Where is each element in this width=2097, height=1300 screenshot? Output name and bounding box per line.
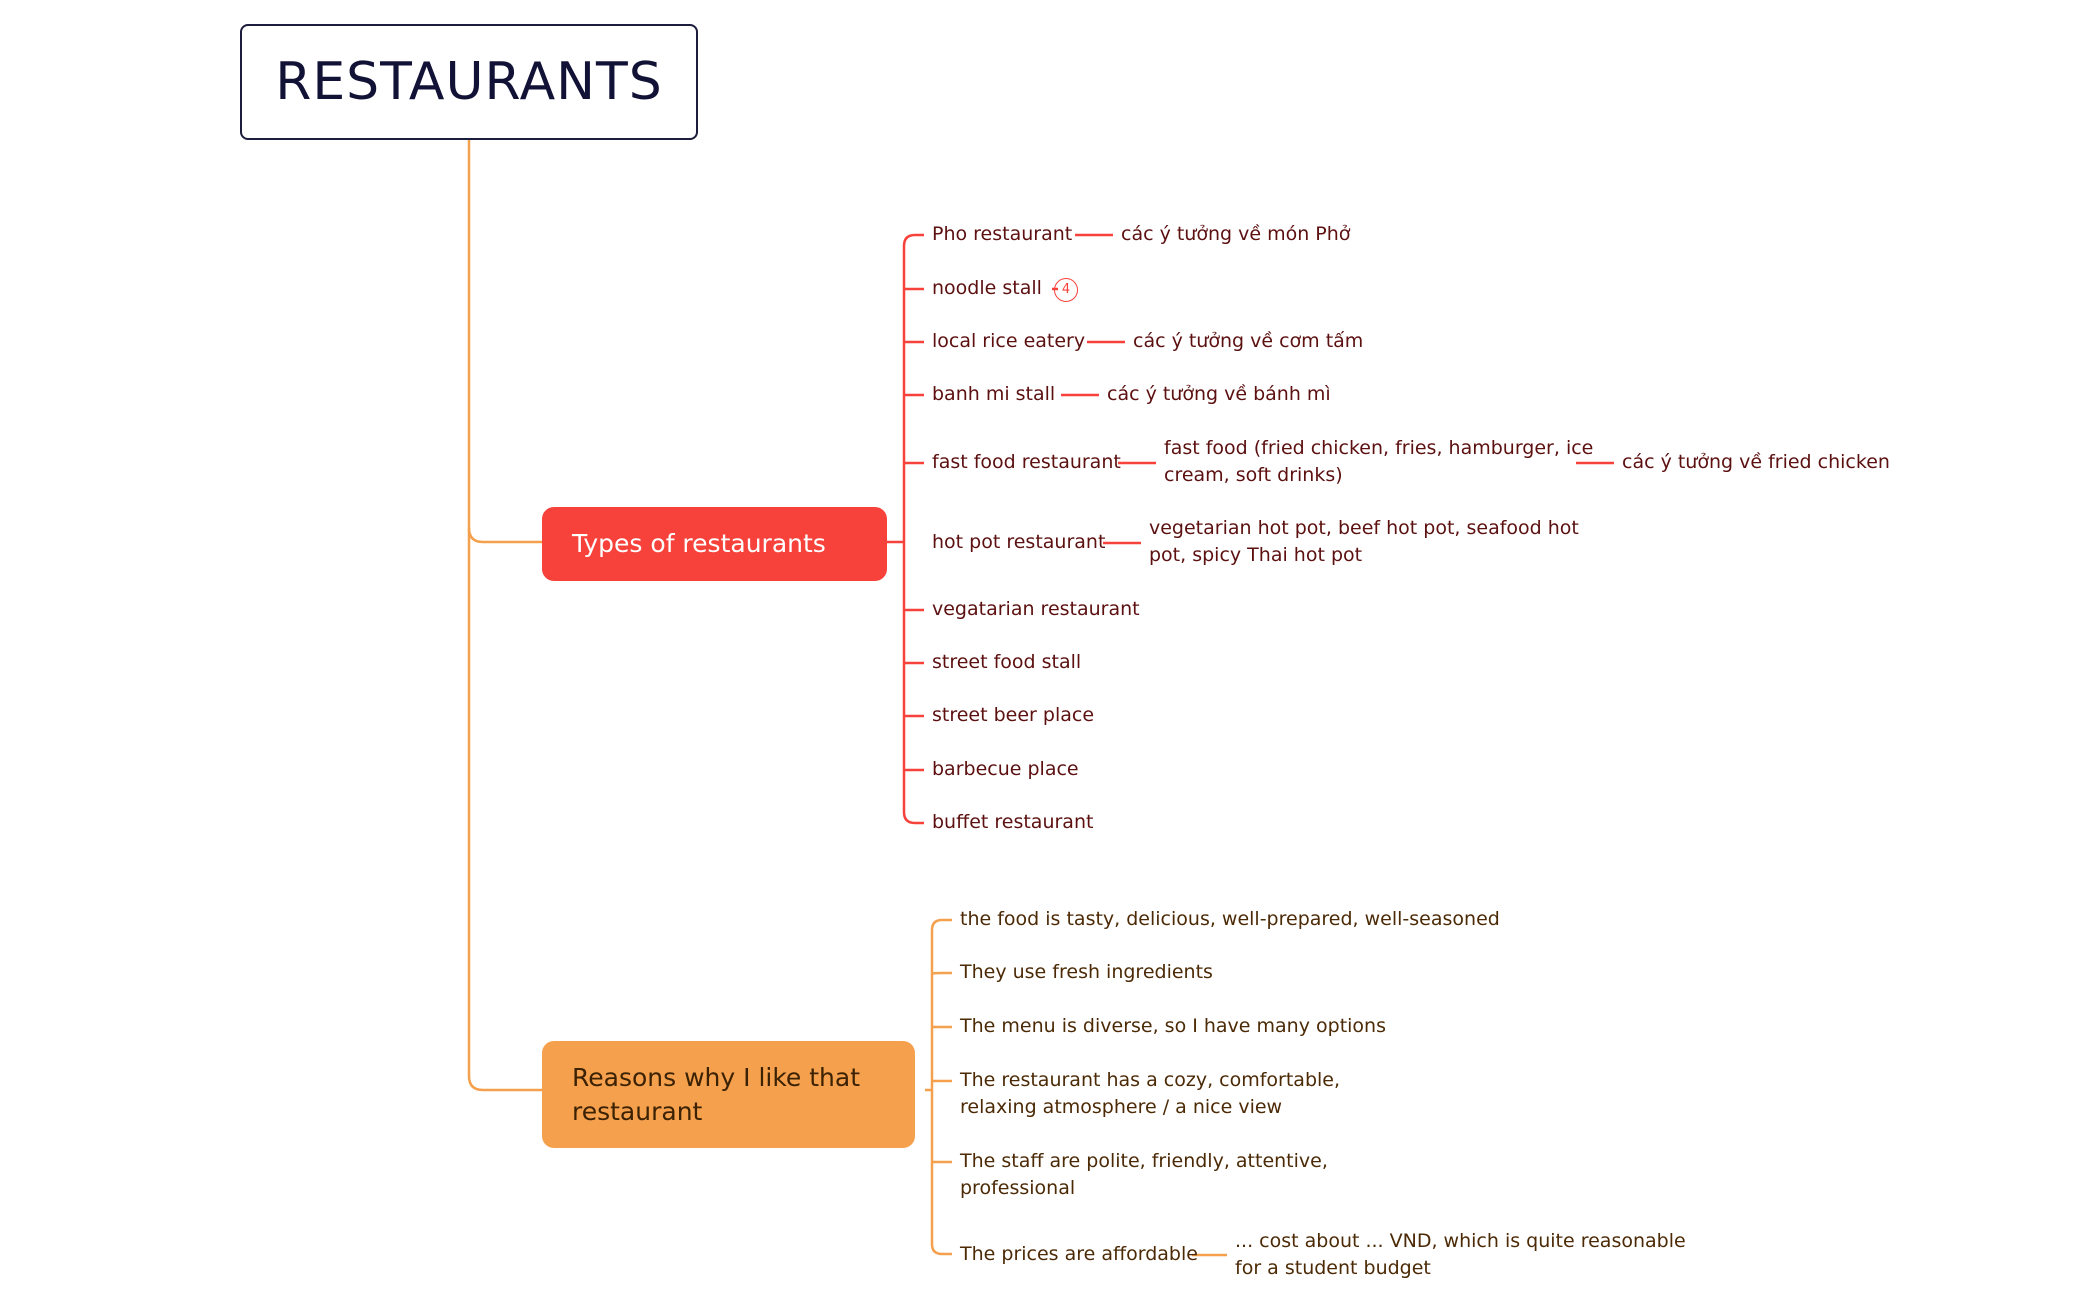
topic-fast-food-restaurant[interactable]: fast food restaurant <box>932 451 1121 473</box>
topic-hot-pot-restaurant[interactable]: hot pot restaurant <box>932 531 1106 553</box>
topic-street-beer-place[interactable]: street beer place <box>932 704 1095 726</box>
topic-street-food-stall[interactable]: street food stall <box>932 651 1082 673</box>
root-connector <box>467 140 542 1092</box>
subtopic-price-detail[interactable]: ... cost about ... VND, which is quite r… <box>1235 1230 1686 1279</box>
subtopic-hot-pot-types[interactable]: vegetarian hot pot, beef hot pot, seafoo… <box>1149 517 1579 566</box>
topic-local-rice-eatery[interactable]: local rice eatery <box>932 330 1086 352</box>
root-label: RESTAURANTS <box>275 52 663 112</box>
types-connector <box>467 527 542 544</box>
subtopic-pho-ideas[interactable]: các ý tưởng về món Phở <box>1121 223 1351 245</box>
topic-barbecue-place[interactable]: barbecue place <box>932 758 1079 780</box>
topic-noodle-stall[interactable]: noodle stall <box>932 277 1042 299</box>
topic-banh-mi-stall[interactable]: banh mi stall <box>932 383 1056 405</box>
topic-buffet-restaurant[interactable]: buffet restaurant <box>932 811 1094 833</box>
subtopic-fast-food[interactable]: fast food (fried chicken, fries, hamburg… <box>1164 437 1594 486</box>
root-node[interactable]: RESTAURANTS <box>240 24 698 140</box>
branch-label: Reasons why I like that restaurant <box>572 1062 861 1126</box>
subtopic-banh-mi-ideas[interactable]: các ý tưởng về bánh mì <box>1107 383 1331 405</box>
branch-label: Types of restaurants <box>572 529 826 558</box>
reasons-spine <box>930 918 952 1256</box>
topic-pho-restaurant[interactable]: Pho restaurant <box>932 223 1073 245</box>
reason-tasty-food[interactable]: the food is tasty, delicious, well-prepa… <box>960 908 1500 930</box>
subtopic-com-tam-ideas[interactable]: các ý tưởng về cơm tấm <box>1133 330 1364 352</box>
reason-cozy-atmosphere[interactable]: The restaurant has a cozy, comfortable, … <box>960 1069 1341 1118</box>
topic-vegatarian-restaurant[interactable]: vegatarian restaurant <box>932 598 1140 620</box>
reason-affordable-prices[interactable]: The prices are affordable <box>960 1243 1198 1265</box>
subtopic-fried-chicken-ideas[interactable]: các ý tưởng về fried chicken <box>1622 451 1890 473</box>
reason-fresh-ingredients[interactable]: They use fresh ingredients <box>960 961 1213 983</box>
branch-reasons[interactable]: Reasons why I like that restaurant <box>542 1041 915 1148</box>
reason-diverse-menu[interactable]: The menu is diverse, so I have many opti… <box>960 1015 1386 1037</box>
collapsed-count-badge[interactable]: 4 <box>1054 278 1078 302</box>
branch-types-of-restaurants[interactable]: Types of restaurants <box>542 507 887 581</box>
reason-polite-staff[interactable]: The staff are polite, friendly, attentiv… <box>960 1150 1328 1199</box>
